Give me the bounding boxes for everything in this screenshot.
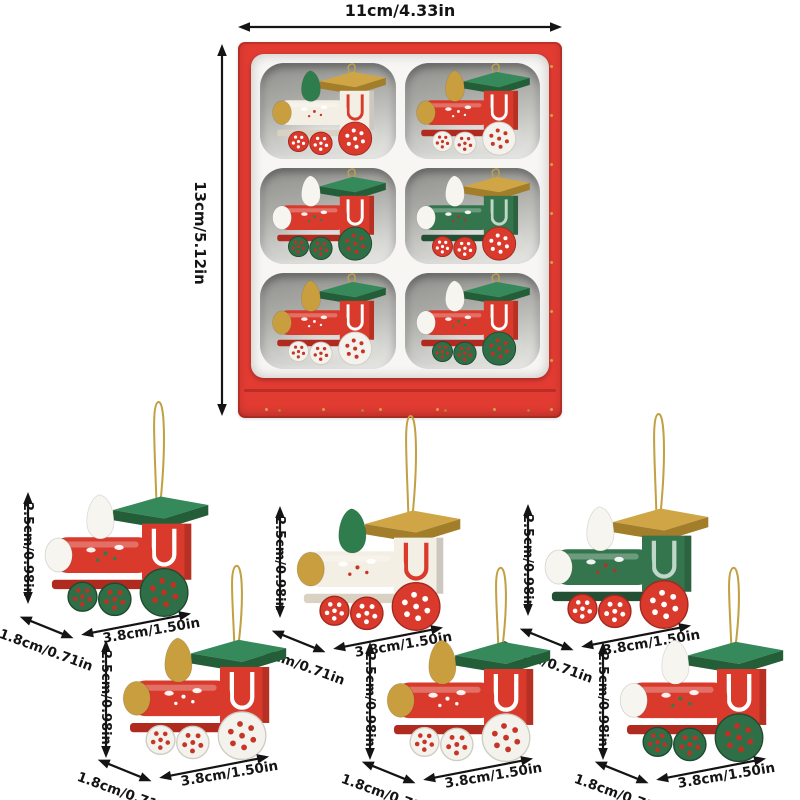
ornament-figure: 2.5cm/0.98in 1.8cm/0.71in 3.8cm/1.50in xyxy=(572,562,800,800)
boxed-train-ornament xyxy=(269,168,387,262)
ornament-figure: 2.5cm/0.98in 1.8cm/0.71in 3.8cm/1.50in xyxy=(497,408,750,687)
boxed-train-ornament xyxy=(269,63,387,157)
box-height-label: 13cm/5.12in xyxy=(191,181,209,285)
ornament-height-label: 2.5cm/0.98in xyxy=(362,652,377,747)
depth-arrow-icon xyxy=(270,625,328,658)
box-width-label: 11cm/4.33in xyxy=(344,1,456,20)
length-arrow-icon xyxy=(655,753,767,786)
train-ornament xyxy=(382,562,552,764)
depth-arrow-icon xyxy=(518,623,576,656)
train-ornament xyxy=(118,560,288,762)
depth-arrow-icon xyxy=(18,611,76,644)
height-arrow-icon xyxy=(22,492,34,604)
train-ornament xyxy=(540,408,710,631)
length-arrow-icon xyxy=(422,753,534,786)
ornament-height-label: 2.5cm/0.98in xyxy=(20,502,35,597)
ornament-figure: 2.5cm/0.98in 1.8cm/0.71in 3.8cm/1.50in xyxy=(0,396,250,675)
boxed-train-ornament xyxy=(413,273,531,367)
ornament-figure: 2.5cm/0.98in 1.8cm/0.71in 3.8cm/1.50in xyxy=(249,410,502,689)
ornament-height-label: 2.5cm/0.98in xyxy=(595,652,610,747)
box-height-arrow-icon xyxy=(216,44,228,416)
box-compartment xyxy=(404,63,540,159)
length-arrow-icon xyxy=(580,620,692,653)
box-compartment xyxy=(260,63,396,159)
box-tray xyxy=(251,54,549,378)
depth-arrow-icon xyxy=(96,754,154,787)
train-ornament xyxy=(292,410,462,633)
ornament-depth-label: 1.8cm/0.71in xyxy=(0,626,95,675)
box-compartment xyxy=(404,273,540,369)
ornament-figure: 2.5cm/0.98in 1.8cm/0.71in 3.8cm/1.50in xyxy=(339,562,592,800)
height-arrow-icon xyxy=(522,504,534,616)
boxed-train-ornament xyxy=(413,63,531,157)
box-width-arrow-icon xyxy=(238,21,562,33)
box-bottom-seam xyxy=(244,389,556,392)
box-compartment xyxy=(260,168,396,264)
length-arrow-icon xyxy=(158,751,270,784)
depth-arrow-icon xyxy=(593,756,651,789)
height-arrow-icon xyxy=(364,642,376,760)
ornament-gift-box xyxy=(238,42,562,418)
boxed-train-ornament xyxy=(413,168,531,262)
box-compartment xyxy=(260,273,396,369)
train-ornament xyxy=(40,396,210,619)
height-arrow-icon xyxy=(100,640,112,758)
length-arrow-icon xyxy=(332,622,444,655)
train-ornament xyxy=(615,562,785,764)
ornament-figure: 2.5cm/0.98in 1.8cm/0.71in 3.8cm/1.50in xyxy=(75,560,328,800)
height-arrow-icon xyxy=(597,642,609,760)
boxed-train-ornament xyxy=(269,273,387,367)
height-arrow-icon xyxy=(274,506,286,618)
length-arrow-icon xyxy=(80,608,192,641)
ornament-height-label: 2.5cm/0.98in xyxy=(98,650,113,745)
box-compartment xyxy=(404,168,540,264)
depth-arrow-icon xyxy=(360,756,418,789)
